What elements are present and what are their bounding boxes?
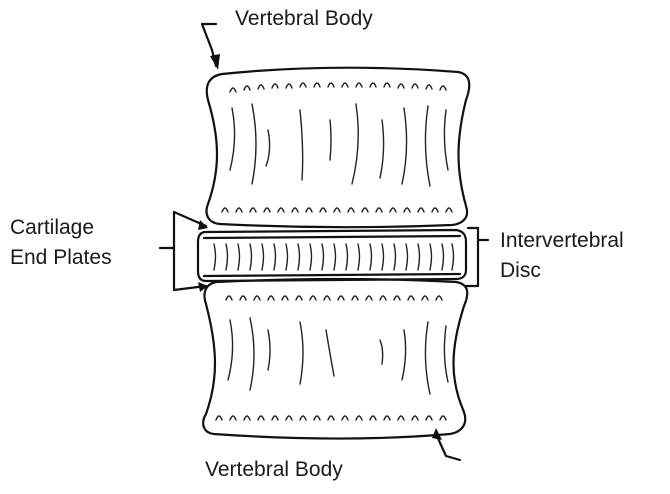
upper-body-bottom-hatching xyxy=(222,208,452,212)
lower-vertebral-body xyxy=(203,279,467,439)
lower-body-interior-strokes xyxy=(228,318,448,394)
cartilage-upper-arrowhead xyxy=(198,220,208,230)
vertebral-body-top-label: Vertebral Body xyxy=(235,4,373,34)
disc-bracket xyxy=(466,228,488,286)
top-pointer-arrowhead xyxy=(210,54,220,70)
vertebral-body-bottom-label: Vertebral Body xyxy=(205,455,343,485)
upper-body-top-hatching xyxy=(230,83,446,92)
cartilage-label-line2: End Plates xyxy=(10,243,112,273)
cartilage-label-line1: Cartilage xyxy=(10,213,112,243)
disc-label-line2: Disc xyxy=(500,256,624,286)
intervertebral-disc-label: Intervertebral Disc xyxy=(500,226,624,286)
disc-label-line1: Intervertebral xyxy=(500,226,624,256)
disc-upper-line xyxy=(204,236,460,238)
cartilage-end-plates-label: Cartilage End Plates xyxy=(10,213,112,273)
upper-vertebral-body xyxy=(207,68,470,227)
upper-body-interior-strokes xyxy=(230,104,448,186)
lower-body-bottom-hatching xyxy=(216,416,446,420)
cartilage-lower-arrowhead xyxy=(198,282,208,292)
lower-body-top-hatching xyxy=(226,296,442,300)
disc-lower-line xyxy=(204,274,460,276)
disc-stripes xyxy=(214,244,454,270)
